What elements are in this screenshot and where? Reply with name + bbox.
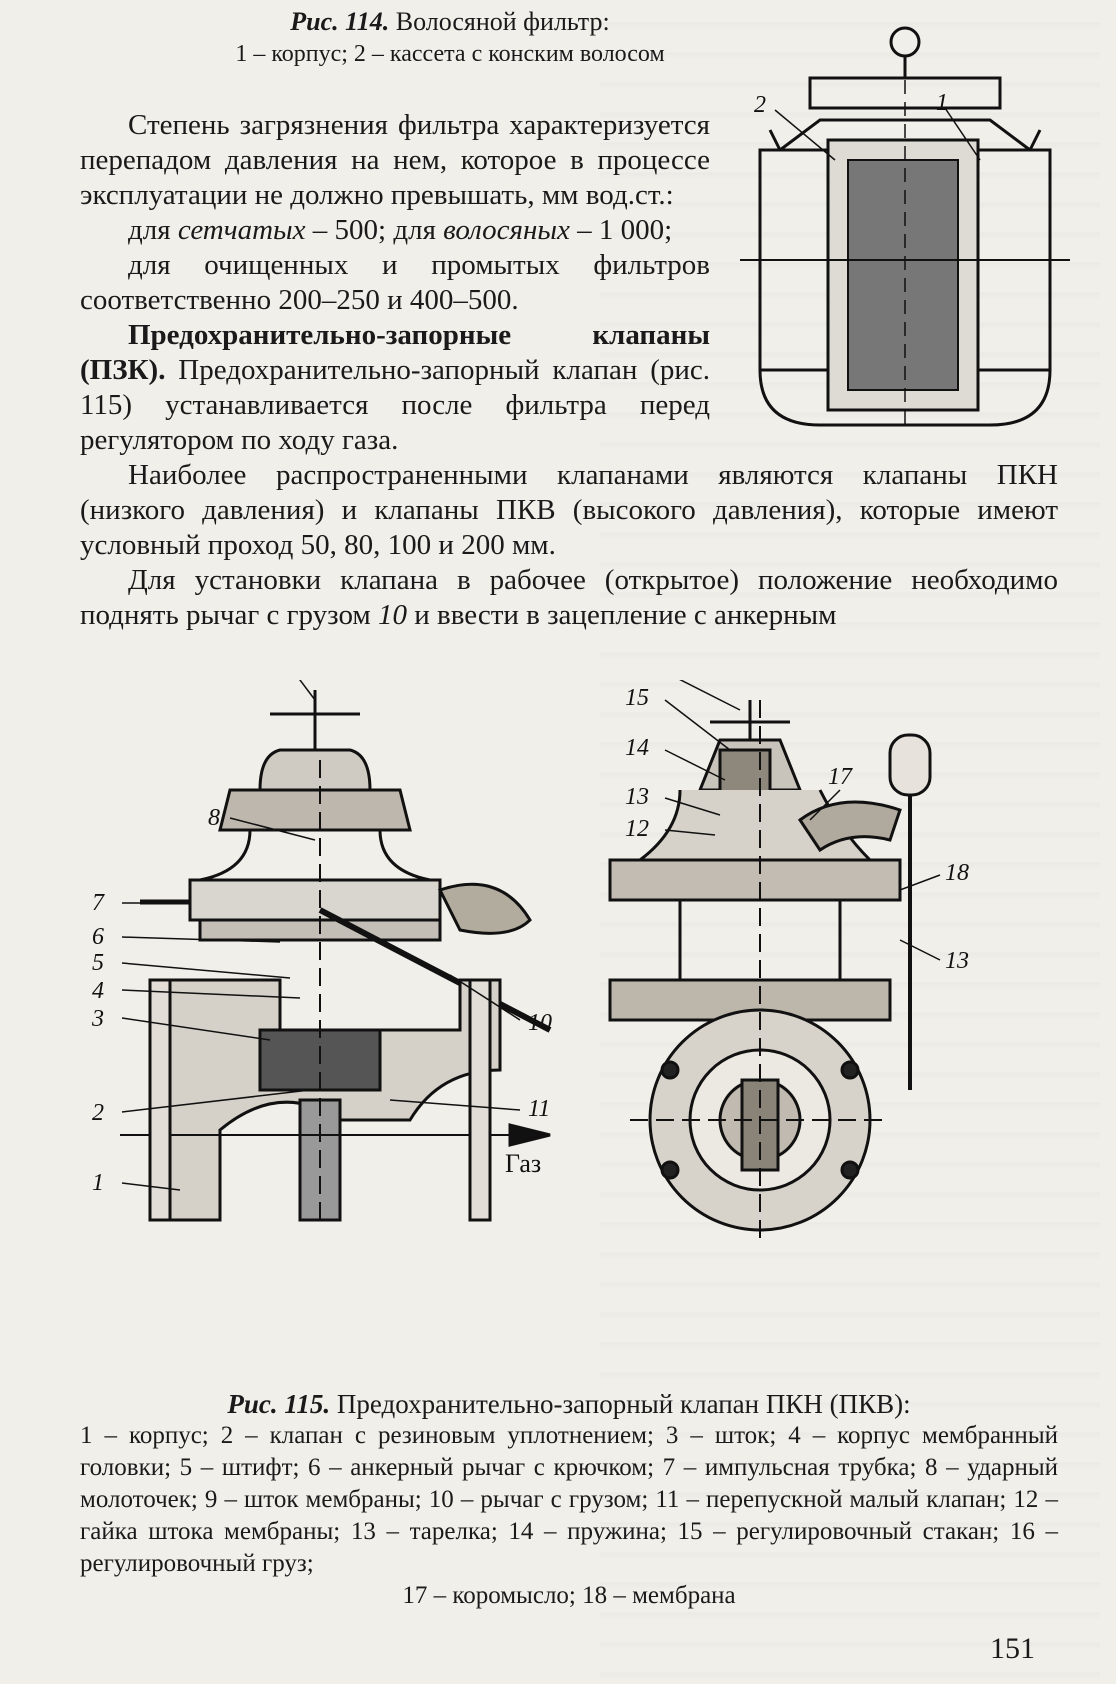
fig114-callout-1: 1 (936, 90, 948, 116)
callout-13-right: 13 (945, 948, 969, 974)
paragraph-5: Наиболее распространенными клапанами явл… (80, 459, 1058, 561)
p2-suffix: – 1 000; (569, 214, 673, 246)
fig115-drawing: 9 8 7 6 5 4 3 2 1 10 11 Газ (91, 680, 969, 1240)
callout-3: 3 (91, 1006, 104, 1032)
fig115-legend-end: 17 – коромысло; 18 – мембрана (402, 1582, 736, 1609)
callout-4: 4 (92, 978, 104, 1004)
p6-b: и ввести в зацепление с анкерным (407, 599, 837, 631)
callout-6: 6 (92, 924, 104, 950)
paragraph-2: для сетчатых – 500; для волосяных – 1 00… (80, 213, 710, 248)
callout-17: 17 (828, 764, 853, 790)
p2-term-2: волосяных (443, 214, 570, 246)
section-heading: Предохранительно-запорные клапаны (ПЗК). (80, 319, 710, 386)
callout-11: 11 (528, 1096, 550, 1122)
fig115-caption: Рис. 115. Предохранительно-запорный клап… (80, 1388, 1058, 1612)
fig115-legend: 1 – корпус; 2 – клапан с резиновым уплот… (80, 1422, 1058, 1577)
fig114-callout-2: 2 (754, 92, 766, 118)
valve-left (120, 690, 552, 1222)
right-leaders (664, 680, 941, 961)
callout-15: 15 (625, 685, 649, 711)
gas-label: Газ (505, 1149, 541, 1178)
p2-term-1: сетчатых (177, 214, 306, 246)
callout-2: 2 (92, 1100, 104, 1126)
paragraph-6: Для установки клапана в рабочее (открыто… (80, 563, 1058, 633)
callout-12: 12 (625, 816, 649, 842)
p6-a: Для установки клапана в рабочее (открыто… (80, 564, 1058, 631)
callout-13: 13 (625, 784, 649, 810)
callout-1: 1 (92, 1170, 104, 1196)
p4-rest: Предохранительно-запорный клапан (рис. 1… (80, 354, 710, 456)
p6-ref: 10 (378, 599, 408, 631)
callout-10: 10 (528, 1010, 552, 1036)
fig114-caption: Рис. 114. Волосяной фильтр: 1 – корпус; … (170, 6, 730, 70)
paragraph-1: Степень загрязнения фильтра характеризуе… (80, 109, 710, 211)
intro-text: Степень загрязнения фильтра характеризуе… (80, 108, 710, 458)
fig114-title: Волосяной фильтр: (395, 7, 610, 36)
p2-prefix: для (128, 214, 178, 246)
page-number: 151 (990, 1632, 1035, 1665)
p2-mid: – 500; для (305, 214, 444, 246)
paragraph-3: для очищенных и промытых фильтров соотве… (80, 249, 710, 316)
fig114-label: Рис. 114. (290, 7, 390, 36)
fig115-title: Предохранительно-запорный клапан ПКН (ПК… (336, 1389, 911, 1419)
body-text: Наиболее распространенными клапанами явл… (80, 458, 1058, 633)
fig114-drawing: 2 1 (740, 26, 1070, 430)
fig115-label: Рис. 115. (227, 1389, 331, 1419)
callout-8: 8 (208, 805, 220, 831)
callout-5: 5 (92, 950, 104, 976)
callout-18: 18 (945, 860, 969, 886)
callout-14: 14 (625, 735, 649, 761)
left-leaders (121, 680, 521, 1191)
paragraph-4: Предохранительно-запорные клапаны (ПЗК).… (80, 318, 710, 458)
valve-right (608, 700, 932, 1240)
fig114-legend: 1 – корпус; 2 – кассета с конским волосо… (235, 41, 665, 67)
callout-7: 7 (92, 890, 105, 916)
